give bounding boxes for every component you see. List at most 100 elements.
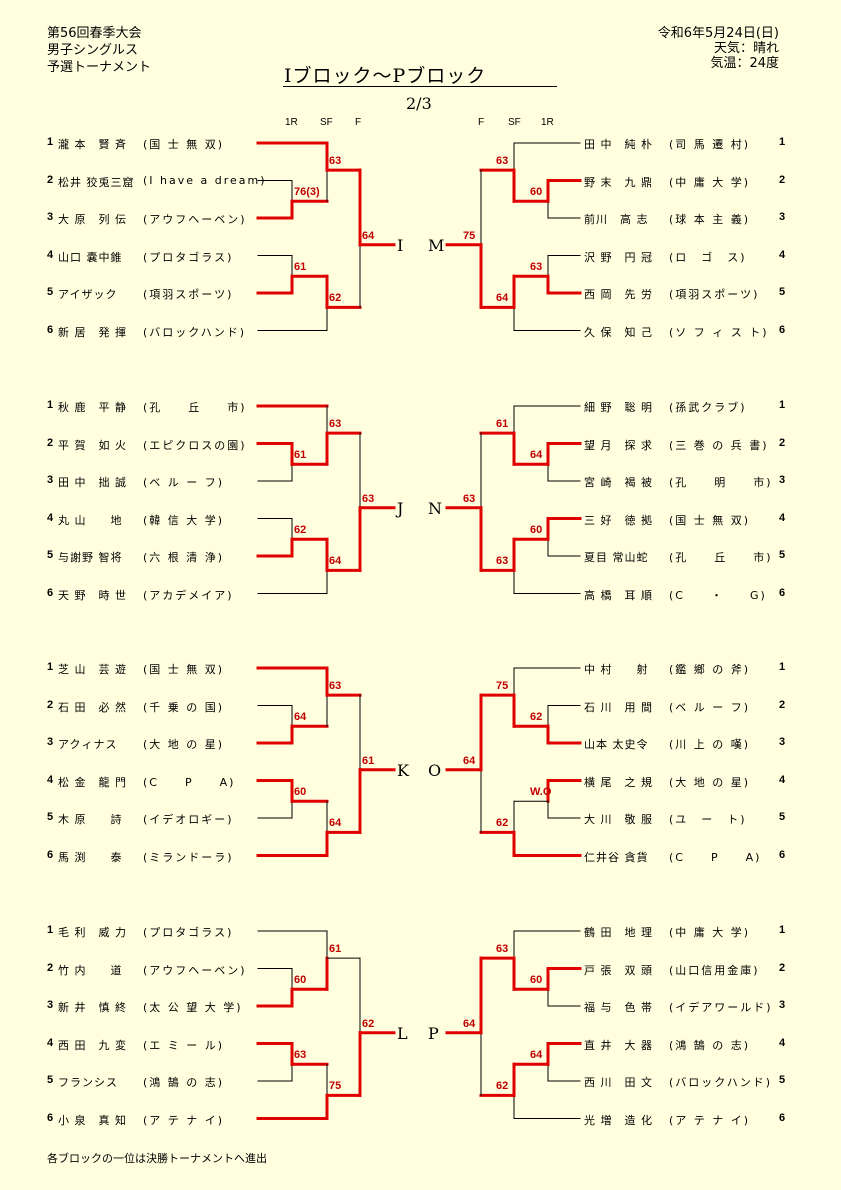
match-score: 62	[496, 817, 509, 830]
player-name: 与謝野 智将	[58, 551, 123, 564]
match-score: 60	[294, 974, 307, 987]
team-name: (鑑 鄉 の 斧)	[669, 663, 751, 676]
player-name: 石 川 用 間	[584, 700, 653, 714]
team-name: (バロックハンド)	[143, 325, 247, 339]
seed-number: 5	[47, 286, 54, 298]
seed-number: 4	[47, 1036, 54, 1049]
match-score: 60	[294, 786, 307, 799]
match-score: 75	[463, 229, 476, 242]
player-name: フランシス	[58, 1076, 118, 1089]
match-score: 64	[496, 292, 509, 305]
team-name: (球 本 主 義)	[669, 213, 751, 226]
team-name: (ソ フ ィ ス ト)	[669, 325, 769, 339]
player-name: 沢 野 円 冠	[584, 250, 653, 264]
team-name: (ロ ゴ ス)	[669, 250, 747, 264]
seed-number: 1	[779, 661, 786, 673]
seed-number: 6	[779, 1111, 786, 1124]
team-name: (孔 丘 市)	[669, 551, 773, 564]
seed-number: 5	[47, 811, 54, 823]
team-name: (I have a dream)	[143, 173, 267, 187]
round-label-1r-left: 1R	[285, 117, 298, 128]
team-name: (バロックハンド)	[669, 1076, 773, 1089]
event-name: 第56回春季大会	[47, 26, 142, 41]
team-name: (アカデメイア)	[143, 588, 234, 602]
match-score: 62	[362, 1017, 375, 1030]
player-name: 新 居 発 揮	[58, 325, 127, 339]
team-name: (国 士 無 双)	[669, 513, 751, 527]
seed-number: 4	[47, 511, 54, 524]
block-letter: J	[397, 498, 404, 518]
seed-number: 5	[47, 1074, 54, 1086]
match-score: 61	[294, 449, 307, 462]
match-score: 60	[530, 186, 543, 199]
seed-number: 6	[47, 1111, 54, 1124]
category: 男子シングルス	[47, 43, 139, 58]
player-name: 細 野 聡 明	[584, 401, 653, 414]
team-name: (韓 信 大 学)	[143, 513, 225, 527]
round-label-sf-right: SF	[508, 117, 521, 128]
seed-number: 2	[47, 436, 54, 449]
block-letter: O	[428, 760, 442, 780]
team-name: (三 巻 の 兵 書)	[669, 438, 769, 452]
block-letter: N	[428, 498, 442, 518]
team-name: (アウフヘーベン)	[143, 963, 247, 977]
seed-number: 2	[47, 698, 54, 711]
seed-number: 6	[779, 848, 786, 861]
seed-number: 1	[779, 136, 786, 148]
match-score: 64	[329, 817, 342, 830]
seed-number: 6	[779, 323, 786, 336]
round-label-f-right: F	[478, 117, 485, 128]
player-name: 竹 内 道	[58, 963, 123, 977]
block-letter: P	[428, 1023, 439, 1043]
team-name: (項羽スポーツ)	[669, 288, 760, 301]
match-score: 63	[496, 155, 509, 168]
round-label-f-left: F	[355, 117, 362, 128]
team-name: (国 士 無 双)	[143, 138, 225, 151]
seed-number: 4	[779, 1036, 786, 1049]
player-name: 毛 利 威 力	[58, 926, 127, 939]
team-name: (項羽スポーツ)	[143, 288, 234, 301]
team-name: (国 士 無 双)	[143, 663, 225, 676]
team-name: (ア テ ナ イ)	[669, 1113, 751, 1127]
match-score: 61	[362, 754, 375, 767]
seed-number: 5	[47, 549, 54, 561]
match-score: 63	[496, 555, 509, 568]
team-name: (ユ ー ト)	[669, 813, 747, 826]
match-score: 63	[463, 492, 476, 505]
seed-number: 2	[779, 961, 786, 974]
team-name: (六 根 清 浄)	[143, 551, 225, 564]
player-name: 山口 嚢中錐	[58, 250, 123, 264]
match-score: 64	[530, 1049, 543, 1062]
seed-number: 6	[47, 586, 54, 599]
round-label-1r-right: 1R	[541, 117, 554, 128]
page-title: Iブロック～Pブロック	[284, 65, 487, 87]
match-score: 64	[294, 711, 307, 724]
player-name: 小 泉 真 知	[58, 1113, 127, 1127]
player-name: 石 田 必 然	[58, 700, 127, 714]
seed-number: 3	[47, 474, 54, 486]
match-score: 63	[294, 1049, 307, 1062]
player-name: 松井 狡兎三窟	[58, 175, 135, 189]
team-name: (中 庸 大 学)	[669, 926, 751, 939]
seed-number: 4	[779, 773, 786, 786]
player-name: 横 尾 之 規	[584, 775, 653, 789]
match-score: 75	[329, 1080, 342, 1093]
match-score: 76(3)	[294, 186, 320, 199]
player-name: 夏目 常山蛇	[584, 551, 649, 564]
player-name: 大 川 敬 服	[584, 813, 653, 826]
match-score: 64	[530, 449, 543, 462]
player-name: 野 末 九 鼎	[584, 175, 653, 189]
player-name: 高 橋 耳 順	[584, 588, 653, 602]
player-name: 秋 鹿 平 静	[58, 401, 127, 414]
seed-number: 2	[779, 698, 786, 711]
player-name: 平 賀 如 火	[58, 438, 127, 452]
team-name: (エピクロスの園)	[143, 438, 247, 452]
seed-number: 3	[47, 211, 54, 223]
seed-number: 1	[779, 924, 786, 936]
player-name: 芝 山 芸 遊	[58, 663, 127, 676]
seed-number: 4	[779, 511, 786, 524]
stage: 予選トーナメント	[47, 60, 152, 75]
team-name: (中 庸 大 学)	[669, 175, 751, 189]
player-name: 木 原 詩	[58, 813, 123, 826]
